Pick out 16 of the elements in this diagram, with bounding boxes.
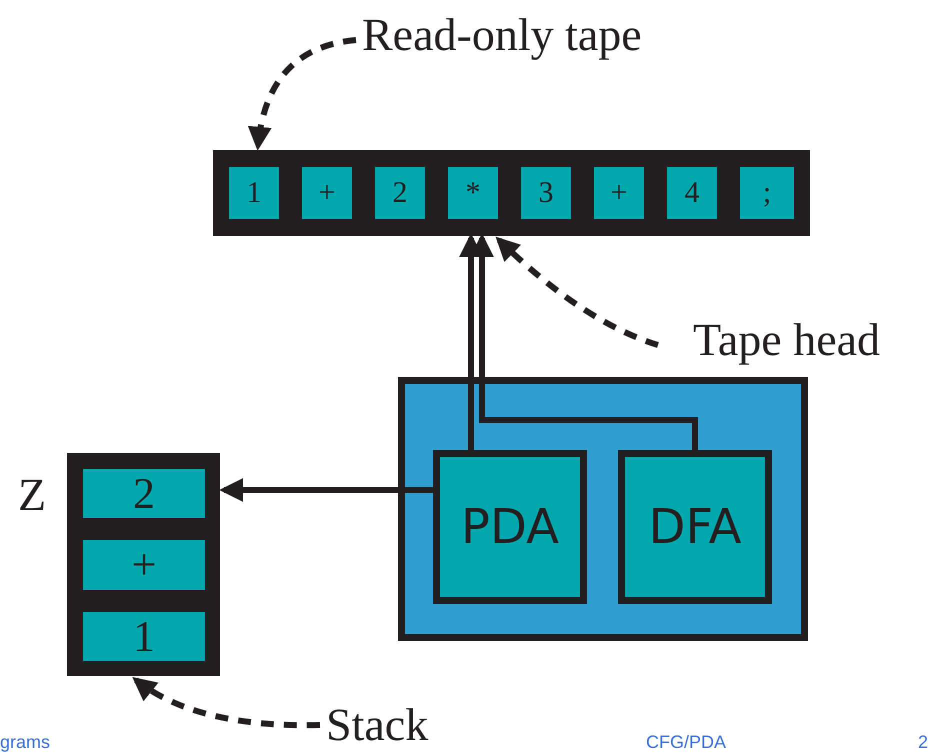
callout-text: Read-only tape: [362, 8, 707, 62]
arrow: [219, 478, 433, 502]
dashed-arrow: [132, 677, 320, 728]
automaton-box: DFA: [618, 450, 772, 604]
footer-text: grams: [0, 733, 50, 751]
footer-text: 2: [918, 733, 928, 751]
machine-box: [398, 377, 808, 641]
dashed-arrow: [248, 37, 356, 151]
callout-text: Tape head: [693, 312, 923, 368]
tape-box: [213, 150, 810, 236]
footer-text: CFG/PDA: [646, 733, 726, 751]
stack-box: [67, 453, 220, 676]
callout-text: Stack: [326, 698, 454, 752]
automaton-box: PDA: [433, 450, 587, 604]
dashed-arrow: [496, 236, 659, 348]
stack-top-label: Z: [18, 472, 46, 518]
